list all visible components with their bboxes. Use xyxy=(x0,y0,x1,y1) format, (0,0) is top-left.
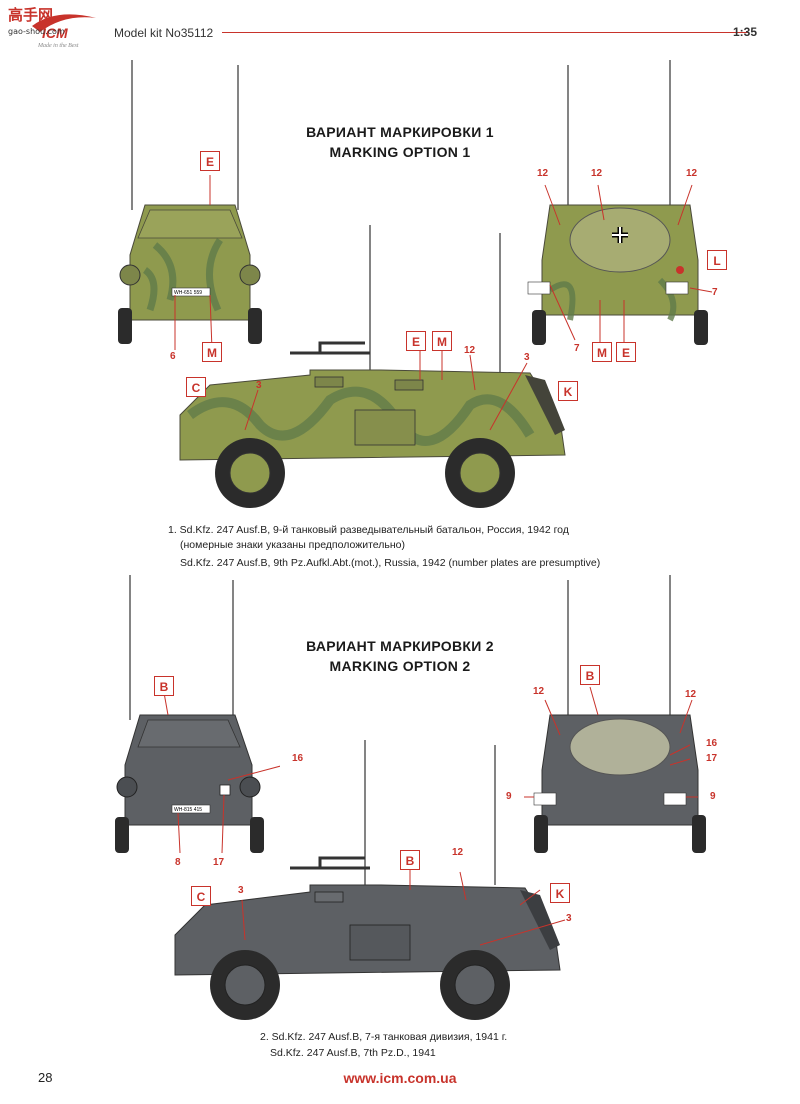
option1-side-tag-k: K xyxy=(558,381,578,401)
model-kit-label: Model kit No35112 xyxy=(114,26,214,40)
icm-logo: ICM Made in the Best 高手网 gao-shou.com xyxy=(4,4,104,49)
header-rule xyxy=(222,32,748,33)
svg-text:高手网: 高手网 xyxy=(8,6,53,24)
option1-caption-ru-1: 1. Sd.Kfz. 247 Ausf.B, 9-й танковый разв… xyxy=(168,524,569,536)
svg-text:Made in the Best: Made in the Best xyxy=(37,43,79,48)
option2-front-num-17: 17 xyxy=(213,857,225,868)
option1-caption-en: Sd.Kfz. 247 Ausf.B, 9th Pz.Aufkl.Abt.(mo… xyxy=(180,557,601,569)
option1-caption-ru-2: (номерные знаки указаны предположительно… xyxy=(180,539,406,551)
option2-side-num-12: 12 xyxy=(452,847,464,858)
option1-rear-num-12c: 12 xyxy=(686,168,698,179)
option2-rear-num-12a: 12 xyxy=(533,686,545,697)
option1-side-view xyxy=(179,225,566,508)
option1-rear-tag-e: E xyxy=(616,342,636,362)
option2-side-view xyxy=(174,740,566,1020)
option2-side-tag-c: C xyxy=(191,886,211,906)
option1-rear-num-12b: 12 xyxy=(591,168,603,179)
option2-front-num-8: 8 xyxy=(175,857,181,868)
option1-rear-view xyxy=(527,60,713,345)
svg-text:WH-815 415: WH-815 415 xyxy=(174,807,202,813)
option2-rear-num-17: 17 xyxy=(706,753,718,764)
option2-caption-ru: 2. Sd.Kfz. 247 Ausf.B, 7-я танковая диви… xyxy=(260,1031,508,1043)
option1-side-num-12: 12 xyxy=(464,345,476,356)
option1-title-en: MARKING OPTION 1 xyxy=(329,144,471,160)
option1-front-view: WH-651 559 xyxy=(118,60,262,351)
option1-side-tag-m: M xyxy=(432,331,452,351)
option1-title-ru: ВАРИАНТ МАРКИРОВКИ 1 xyxy=(306,124,494,140)
option2-rear-tag-b: B xyxy=(580,665,600,685)
scale-label: 1:35 xyxy=(733,25,758,39)
option2-side-tag-k: K xyxy=(550,883,570,903)
option2-front-view: WH-815 415 xyxy=(115,575,280,854)
option2-rear-num-9b: 9 xyxy=(710,791,716,802)
option2-title-ru: ВАРИАНТ МАРКИРОВКИ 2 xyxy=(306,638,494,654)
svg-text:WH-651 559: WH-651 559 xyxy=(174,290,202,296)
option1-side-tag-c: C xyxy=(186,377,206,397)
option1-front-tag-e: E xyxy=(200,151,220,171)
option2-rear-num-12b: 12 xyxy=(685,689,697,700)
option1-front-num-6: 6 xyxy=(170,351,176,362)
option2-rear-view xyxy=(524,575,706,853)
option1-side-num-3a: 3 xyxy=(256,380,262,391)
option2-rear-num-16: 16 xyxy=(706,738,718,749)
option2-title-en: MARKING OPTION 2 xyxy=(329,658,471,674)
option1-rear-num-7a: 7 xyxy=(574,343,580,354)
option1-side-tag-e: E xyxy=(406,331,426,351)
footer-url-link[interactable]: www.icm.com.ua xyxy=(343,1070,457,1086)
option1-rear-num-7b: 7 xyxy=(712,287,718,298)
option1-front-tag-m: M xyxy=(202,342,222,362)
option1-rear-tag-m: M xyxy=(592,342,612,362)
option2-caption-en: Sd.Kfz. 247 Ausf.B, 7th Pz.D., 1941 xyxy=(270,1047,436,1059)
page-number: 28 xyxy=(38,1070,53,1085)
option1-rear-num-12a: 12 xyxy=(537,168,549,179)
svg-text:gao-shou.com: gao-shou.com xyxy=(8,27,65,36)
option1-rear-tag-l: L xyxy=(707,250,727,270)
option2-side-num-3b: 3 xyxy=(566,913,572,924)
option1-side-num-3b: 3 xyxy=(524,352,530,363)
option2-front-tag-b: B xyxy=(154,676,174,696)
option2-front-num-16: 16 xyxy=(292,753,304,764)
option2-side-num-3a: 3 xyxy=(238,885,244,896)
option2-rear-num-9a: 9 xyxy=(506,791,512,802)
svg-text:ICM: ICM xyxy=(42,25,68,41)
option2-side-tag-b: B xyxy=(400,850,420,870)
